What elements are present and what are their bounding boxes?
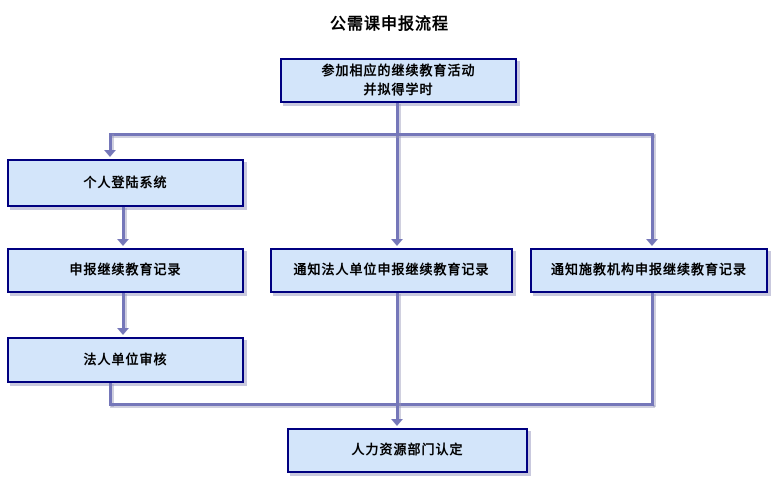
node-notify-institution-label: 通知施教机构申报继续教育记录 (550, 263, 747, 278)
node-legal-entity-review-label: 法人单位审核 (83, 352, 168, 368)
connector-branch-to-notify-institution (651, 133, 654, 239)
arrowhead-into-hr-confirm (391, 419, 403, 426)
node-declare-record: 申报继续教育记录 (7, 248, 244, 293)
node-personal-login-label: 个人登陆系统 (83, 175, 168, 191)
connector-notify-institution-exit (651, 293, 654, 406)
node-legal-entity-review: 法人单位审核 (7, 337, 244, 383)
connector-declare-record-to-legal-entity-review (122, 293, 125, 328)
arrowhead-into-personal-login (104, 150, 116, 157)
node-personal-login: 个人登陆系统 (7, 159, 244, 207)
connector-notify-legal-entity-to-hr-confirm (396, 293, 399, 419)
arrowhead-into-notify-institution (646, 239, 658, 246)
connector-start-to-notify-legal-entity (396, 103, 399, 239)
node-declare-record-label: 申报继续教育记录 (69, 263, 182, 278)
arrowhead-into-legal-entity-review (117, 328, 129, 335)
connector-personal-login-to-declare-record (122, 207, 125, 239)
arrowhead-into-declare-record (117, 239, 129, 246)
node-start: 参加相应的继续教育活动 并拟得学时 (280, 58, 517, 103)
node-start-label-line1: 参加相应的继续教育活动 (321, 63, 476, 79)
node-start-label-line2: 并拟得学时 (363, 82, 434, 98)
node-hr-confirm-label: 人力资源部门认定 (351, 443, 464, 458)
connector-legal-entity-review-exit (109, 383, 112, 406)
connector-branch-to-personal-login (109, 133, 112, 150)
node-notify-institution: 通知施教机构申报继续教育记录 (530, 248, 768, 293)
node-notify-legal-entity: 通知法人单位申报继续教育记录 (270, 248, 513, 293)
connector-merge-horizontal (109, 403, 654, 406)
node-notify-legal-entity-label: 通知法人单位申报继续教育记录 (293, 263, 490, 278)
arrowhead-into-notify-legal-entity (391, 239, 403, 246)
connector-branch-horizontal (109, 133, 654, 136)
page-title: 公需课申报流程 (329, 14, 449, 33)
node-hr-confirm: 人力资源部门认定 (287, 428, 528, 473)
